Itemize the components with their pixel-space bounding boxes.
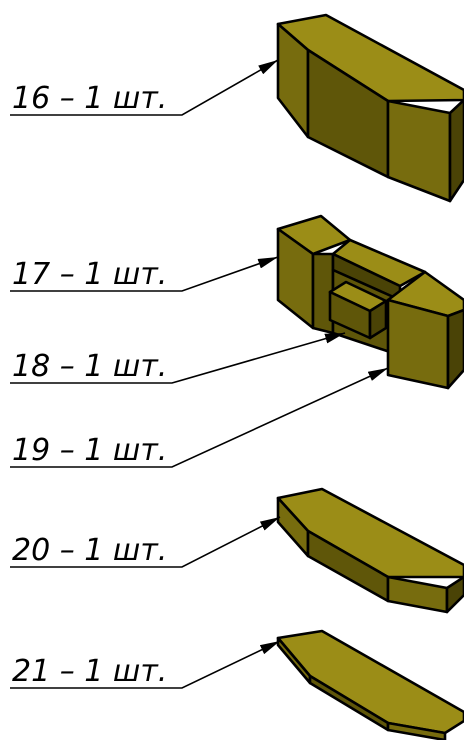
part-21-plate xyxy=(276,629,464,740)
callout-17-leader xyxy=(10,256,279,292)
callout-19-leader xyxy=(10,367,389,468)
callout-19-label: 19 – 1 шт. xyxy=(12,433,167,468)
part-16-block xyxy=(276,13,464,203)
callout-16-label: 16 – 1 шт. xyxy=(12,81,167,116)
callout-18-label: 18 – 1 шт. xyxy=(12,349,167,384)
callout-17-label: 17 – 1 шт. xyxy=(12,257,167,292)
callout-18: 18 – 1 шт. xyxy=(10,332,346,384)
callout-20-leader xyxy=(10,516,281,568)
part-18-end-face xyxy=(368,299,388,340)
callout-18-leader xyxy=(10,332,346,384)
part-19-end-face xyxy=(446,308,464,390)
callout-21-leader xyxy=(10,640,281,689)
callout-16: 16 – 1 шт. xyxy=(10,59,279,116)
assembly-17-18-19 xyxy=(276,214,464,390)
part-21-right-face xyxy=(386,721,447,740)
callout-21: 21 – 1 шт. xyxy=(10,640,281,689)
callout-16-leader xyxy=(10,59,279,116)
callout-17: 17 – 1 шт. xyxy=(10,256,279,292)
callout-20-label: 20 – 1 шт. xyxy=(12,533,167,568)
callout-20: 20 – 1 шт. xyxy=(10,516,281,568)
part-20-end-face xyxy=(445,575,464,614)
part-16-right-face xyxy=(386,99,452,203)
callout-19: 19 – 1 шт. xyxy=(10,367,389,468)
part-19-front-face xyxy=(386,298,450,390)
callout-21-label: 21 – 1 шт. xyxy=(12,654,167,689)
part-20-right-face xyxy=(386,575,449,614)
part-16-end-face xyxy=(448,98,464,203)
part-20-plate xyxy=(276,487,464,614)
